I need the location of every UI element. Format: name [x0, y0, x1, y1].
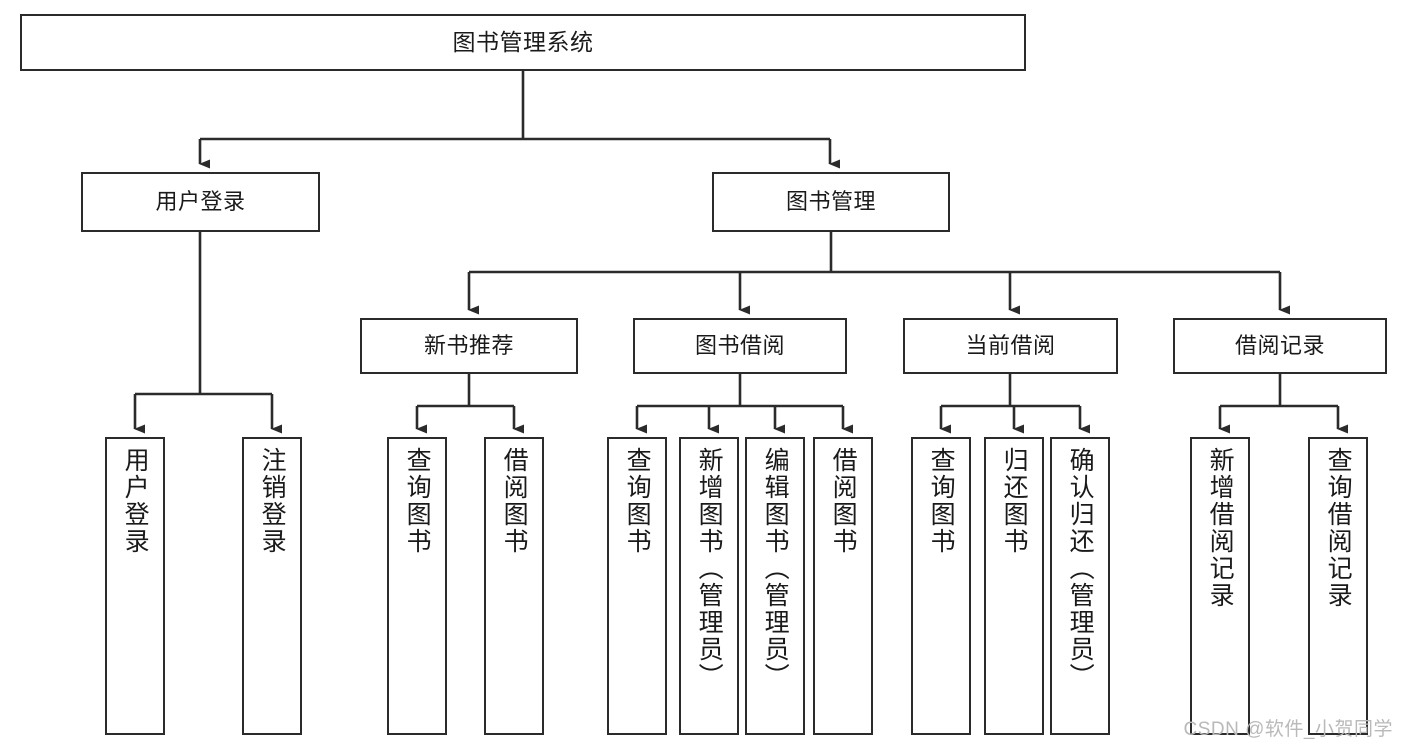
watermark: CSDN @软件_小贺同学 [1183, 719, 1393, 740]
node-query-borrow-record[interactable]: 查询借阅记录 [1308, 437, 1368, 735]
node-query-book-3[interactable]: 查询图书 [911, 437, 971, 735]
node-return-book-label: 归还图书 [1000, 447, 1029, 555]
node-borrow-record[interactable]: 借阅记录 [1173, 318, 1387, 374]
node-current-borrow[interactable]: 当前借阅 [903, 318, 1118, 374]
node-query-borrow-record-label: 查询借阅记录 [1324, 447, 1353, 609]
node-new-book-recommend[interactable]: 新书推荐 [360, 318, 578, 374]
node-borrow-book-2-label: 借阅图书 [829, 447, 858, 555]
node-borrow-record-label: 借阅记录 [1234, 333, 1325, 359]
node-confirm-return-admin-label: 确认归还（管理员） [1066, 447, 1095, 690]
node-root-label: 图书管理系统 [452, 28, 594, 55]
node-query-book-1-label: 查询图书 [403, 447, 432, 555]
node-query-book-3-label: 查询图书 [927, 447, 956, 555]
node-user-logout-leaf-label: 注销登录 [258, 447, 287, 555]
node-new-book-recommend-label: 新书推荐 [423, 333, 514, 359]
node-book-borrow-label: 图书借阅 [694, 333, 785, 359]
node-add-book-admin-label: 新增图书（管理员） [695, 447, 724, 690]
node-edit-book-admin-label: 编辑图书（管理员） [761, 447, 790, 690]
node-query-book-2[interactable]: 查询图书 [607, 437, 667, 735]
node-book-borrow[interactable]: 图书借阅 [633, 318, 847, 374]
node-current-borrow-label: 当前借阅 [965, 333, 1056, 359]
node-root[interactable]: 图书管理系统 [20, 14, 1026, 71]
node-confirm-return-admin[interactable]: 确认归还（管理员） [1050, 437, 1110, 735]
node-user-logout-leaf[interactable]: 注销登录 [242, 437, 302, 735]
node-user-login-leaf-label: 用户登录 [121, 447, 150, 555]
node-add-borrow-record-label: 新增借阅记录 [1206, 447, 1235, 609]
node-add-borrow-record[interactable]: 新增借阅记录 [1190, 437, 1250, 735]
node-book-manage-label: 图书管理 [785, 189, 876, 215]
node-edit-book-admin[interactable]: 编辑图书（管理员） [745, 437, 805, 735]
node-borrow-book-1-label: 借阅图书 [500, 447, 529, 555]
node-user-login-leaf[interactable]: 用户登录 [105, 437, 165, 735]
node-book-manage[interactable]: 图书管理 [712, 172, 950, 232]
node-borrow-book-1[interactable]: 借阅图书 [484, 437, 544, 735]
node-user-login-label: 用户登录 [155, 189, 246, 215]
node-add-book-admin[interactable]: 新增图书（管理员） [679, 437, 739, 735]
node-query-book-2-label: 查询图书 [623, 447, 652, 555]
node-user-login[interactable]: 用户登录 [81, 172, 320, 232]
node-query-book-1[interactable]: 查询图书 [387, 437, 447, 735]
node-return-book[interactable]: 归还图书 [984, 437, 1044, 735]
node-borrow-book-2[interactable]: 借阅图书 [813, 437, 873, 735]
